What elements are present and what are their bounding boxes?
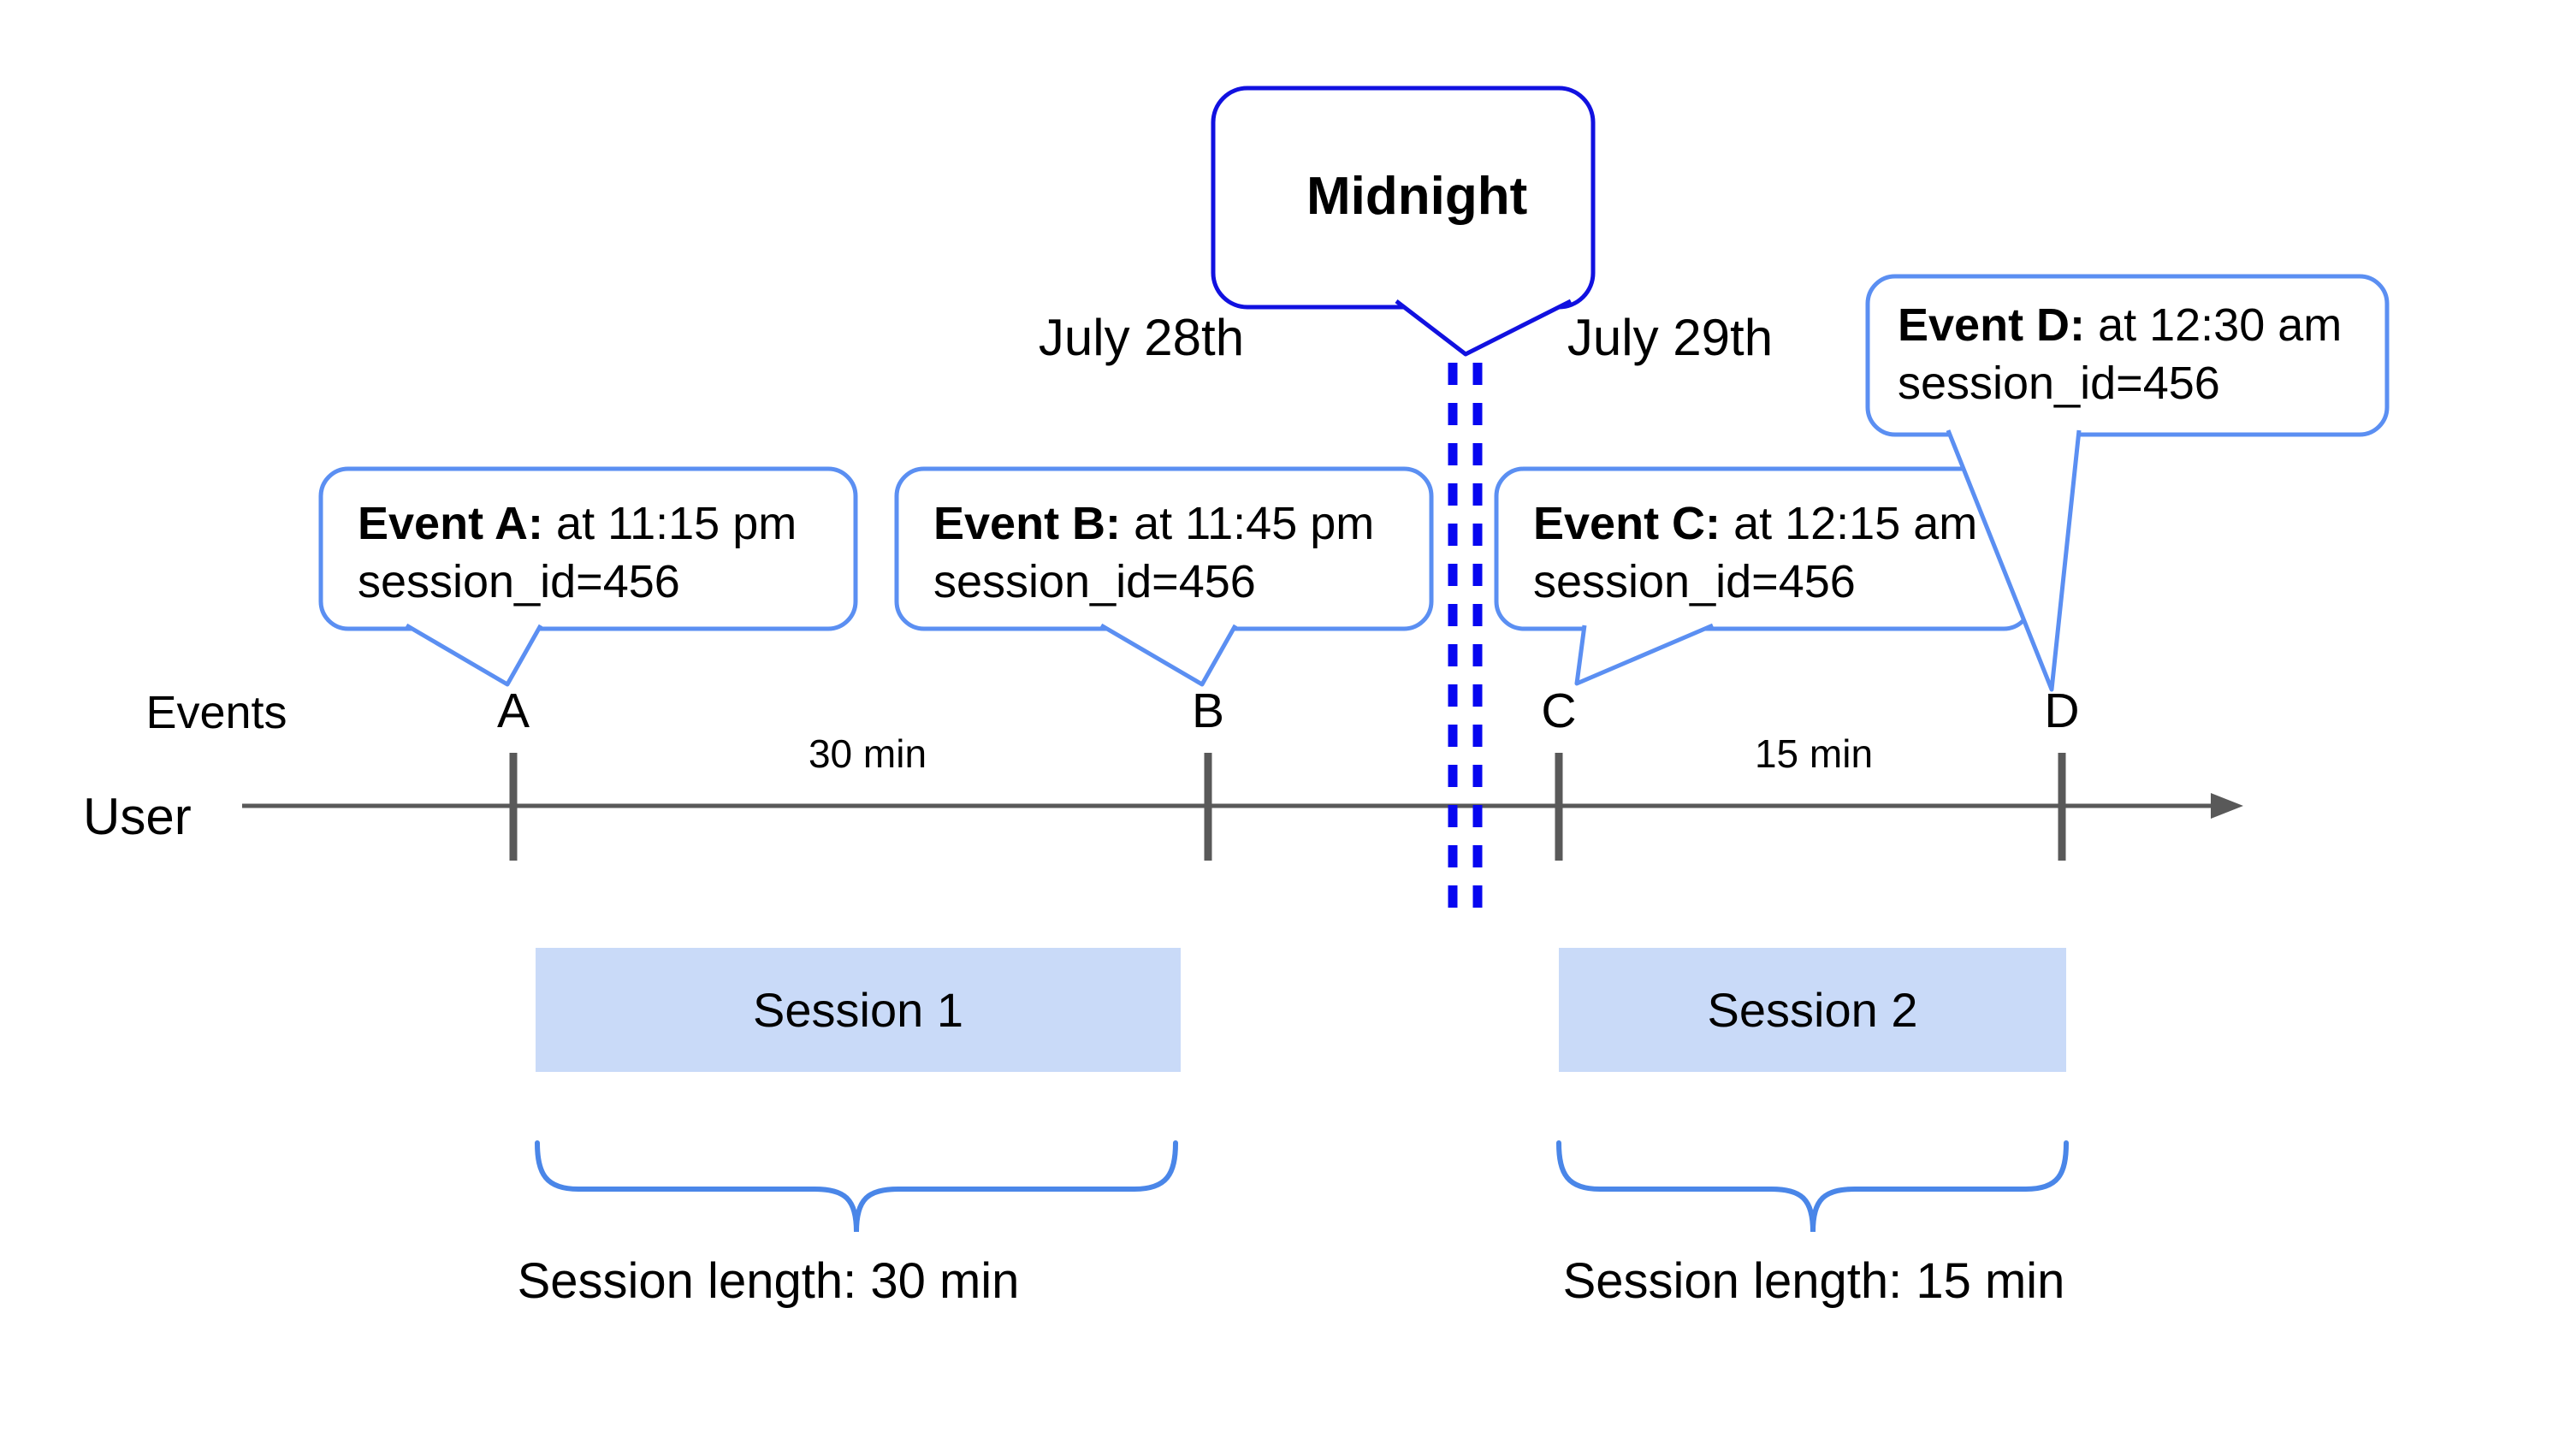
event-d-time: at 12:30 am [2098, 299, 2343, 351]
event-a-callout-text: Event A: at 11:15 pm session_id=456 [358, 494, 797, 611]
session-2-brace-icon [1556, 1140, 2069, 1233]
event-letter-a: A [496, 684, 530, 738]
event-d-session-id: session_id=456 [1898, 358, 2220, 409]
midnight-label: Midnight [1306, 167, 1528, 226]
session-2-box [1559, 948, 2066, 1072]
event-c-title: Event C: [1533, 498, 1721, 549]
event-letter-c: C [1541, 684, 1577, 738]
session-1-brace-icon [535, 1140, 1178, 1233]
event-letter-d: D [2044, 684, 2080, 738]
session-1-length-label: Session length: 30 min [517, 1253, 1020, 1309]
event-d-callout-text: Event D: at 12:30 am session_id=456 [1898, 296, 2342, 412]
event-c-time: at 12:15 am [1733, 498, 1978, 549]
event-letter-b: B [1191, 684, 1225, 738]
event-b-callout-text: Event B: at 11:45 pm session_id=456 [933, 494, 1374, 611]
midnight-callout-tail [1395, 299, 1573, 357]
session-2-label: Session 2 [1707, 983, 1918, 1037]
event-c-title-line: Event C: at 12:15 am [1533, 494, 1977, 553]
event-a-title: Event A: [358, 498, 544, 549]
session-2-length-label: Session length: 15 min [1562, 1253, 2065, 1309]
event-a-callout-tail [405, 623, 543, 687]
timeline-arrowhead-icon [2211, 793, 2243, 819]
event-a-session-id: session_id=456 [358, 556, 680, 607]
event-c-callout-tail [1574, 623, 1714, 686]
session-1-box [536, 948, 1181, 1072]
event-c-callout-text: Event C: at 12:15 am session_id=456 [1533, 494, 1977, 611]
event-b-time: at 11:45 pm [1134, 498, 1375, 549]
event-c-session-id: session_id=456 [1533, 556, 1856, 607]
events-axis-label: Events [145, 687, 287, 738]
event-b-title: Event B: [933, 498, 1122, 549]
date-july-28-label: July 28th [1038, 309, 1245, 366]
event-d-callout-bubble [1865, 274, 2390, 437]
user-axis-label: User [83, 788, 192, 845]
event-a-title-line: Event A: at 11:15 pm [358, 494, 797, 553]
event-b-callout-tail [1099, 623, 1238, 687]
interval-ab-label: 30 min [808, 731, 927, 776]
date-july-29-label: July 29th [1567, 309, 1774, 366]
event-d-title: Event D: [1898, 299, 2086, 351]
interval-cd-label: 15 min [1754, 731, 1874, 776]
event-a-time: at 11:15 pm [556, 498, 797, 549]
event-d-callout-tail [1946, 429, 2082, 692]
event-b-session-id: session_id=456 [933, 556, 1256, 607]
event-b-title-line: Event B: at 11:45 pm [933, 494, 1374, 553]
event-a-callout-bubble [318, 466, 858, 631]
event-d-title-line: Event D: at 12:30 am [1898, 296, 2342, 354]
session-1-label: Session 1 [753, 983, 963, 1037]
